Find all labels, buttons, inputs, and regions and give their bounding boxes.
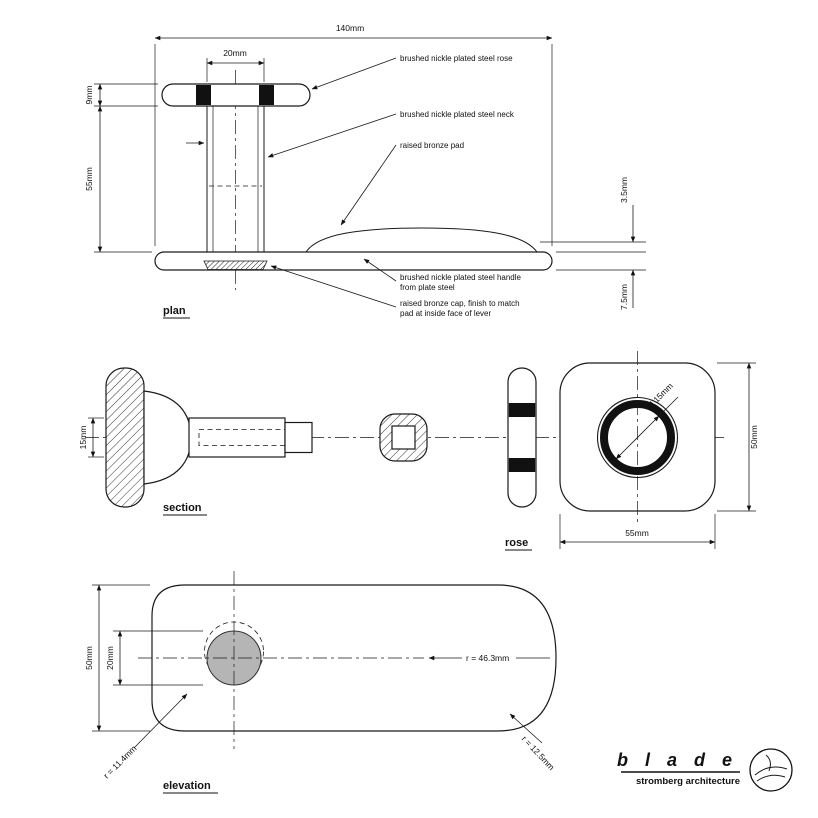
plan-geometry: [154, 70, 553, 290]
plan-dim-neck-width: 20mm: [223, 48, 247, 58]
rose-side-band-top: [508, 403, 536, 417]
rose-dim-height: 50mm: [749, 425, 759, 449]
section-spindle-hole: [198, 429, 286, 446]
section-rose-cut: [105, 367, 145, 508]
plan-dim-neck-length: 55mm: [84, 167, 94, 191]
elevation-dim-hole: 20mm: [105, 646, 115, 670]
section-neck-end: [284, 421, 313, 454]
plan-view-label: plan: [163, 305, 186, 317]
plan-ann-neck: brushed nickle plated steel neck: [400, 110, 515, 119]
elevation-dim-radius-left: r = 11.4mm: [101, 743, 138, 780]
plan-dim-handle-thickness: 7.5mm: [619, 284, 629, 310]
plan-ann-cap-line2: pad at inside face of lever: [400, 309, 492, 318]
section-view-label: section: [163, 502, 202, 514]
logo-mark-stroke2: [756, 774, 786, 782]
plan-cap: [203, 260, 268, 270]
plan-view: 140mm 20mm 9mm 55mm 3.5mm 7.5mm brushed …: [84, 23, 646, 319]
plan-dim-overall: 140mm: [336, 23, 364, 33]
elevation-view: 50mm 20mm r = 46.3mm r = 11.4mm r = 12.5…: [84, 571, 557, 794]
rose-view-label: rose: [505, 537, 528, 549]
plan-ann-rose: brushed nickle plated steel rose: [400, 54, 513, 63]
elevation-view-label: elevation: [163, 780, 211, 792]
section-geometry: [105, 367, 428, 508]
plan-annotations: brushed nickle plated steel rose brushed…: [267, 54, 522, 318]
logo-mark-circle: [749, 748, 793, 792]
plan-rose-band-right: [259, 85, 274, 105]
rose-view: Ø 15mm 50mm 55mm rose: [505, 351, 759, 551]
section-view: 15mm section: [78, 367, 728, 516]
plan-ann-pad: raised bronze pad: [400, 141, 464, 150]
title-block: b l a d e stromberg architecture: [617, 748, 793, 792]
section-dome: [143, 390, 192, 485]
logo-mark-stroke1: [754, 766, 788, 776]
elevation-dim-height: 50mm: [84, 646, 94, 670]
plan-rose-band-left: [196, 85, 211, 105]
section-neck: [188, 417, 286, 458]
section-dim-neck: 15mm: [78, 426, 88, 450]
elevation-geometry: [138, 571, 557, 749]
elevation-dim-radius-main: r = 46.3mm: [466, 653, 509, 663]
plan-dim-rose-thickness: 9mm: [84, 86, 94, 105]
plan-ann-cap-line1: raised bronze cap, finish to match: [400, 299, 520, 308]
elevation-handle-outline: [151, 584, 557, 732]
plan-ann-handle-line1: brushed nickle plated steel handle: [400, 273, 522, 282]
plan-pad-outline: [305, 227, 538, 253]
logo-mark-stroke3: [765, 754, 771, 772]
section-spindle-square: [391, 425, 416, 450]
plan-dim-pad-height: 3.5mm: [619, 177, 629, 203]
plan-dimensions: 140mm 20mm 9mm 55mm 3.5mm 7.5mm: [84, 23, 646, 310]
plan-ann-handle-line2: from plate steel: [400, 283, 455, 292]
rose-side-profile: [507, 367, 537, 508]
rose-side-band-bottom: [508, 458, 536, 472]
firm-name: stromberg architecture: [636, 776, 740, 787]
brand-name: b l a d e: [617, 750, 738, 770]
plan-rose-outline: [161, 83, 311, 107]
section-dimensions: 15mm: [78, 417, 104, 458]
rose-dim-width: 55mm: [625, 528, 649, 538]
